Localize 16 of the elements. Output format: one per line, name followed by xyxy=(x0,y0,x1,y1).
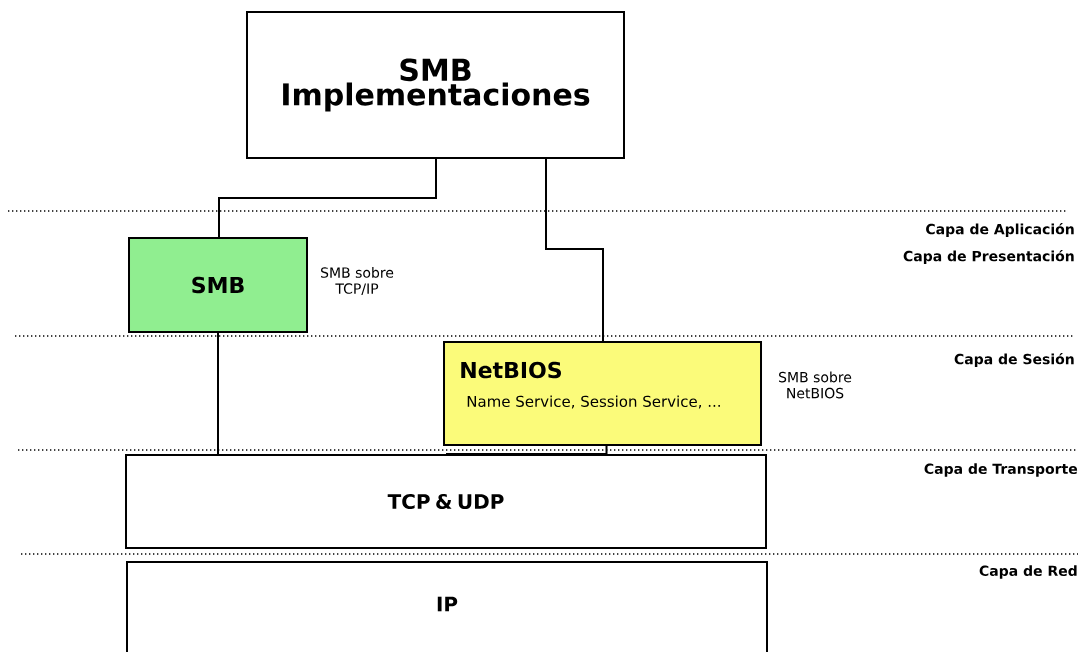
layer-label: Capa de Transporte xyxy=(924,463,1078,477)
layer-label: Capa de Sesión xyxy=(954,352,1074,368)
connector-line xyxy=(445,445,608,455)
side-note: SMB sobre TCP/IP xyxy=(321,267,394,295)
layer-box: NetBIOS Name Service, Session Service, ... xyxy=(443,341,762,446)
connector-line xyxy=(218,158,437,238)
layer-box: SMB Implementaciones xyxy=(246,11,625,159)
side-note: SMB sobre NetBIOS xyxy=(779,371,852,399)
layer-label: Capa de Red xyxy=(979,565,1077,579)
connector-line xyxy=(217,332,219,455)
connector-line xyxy=(545,158,604,342)
layer-label: Capa de Presentación xyxy=(903,249,1074,265)
layer-box: TCP & UDP xyxy=(125,454,767,549)
layer-box: IP xyxy=(126,561,768,652)
layer-label: Capa de Aplicación xyxy=(926,222,1074,238)
layer-box: SMB xyxy=(128,237,308,333)
